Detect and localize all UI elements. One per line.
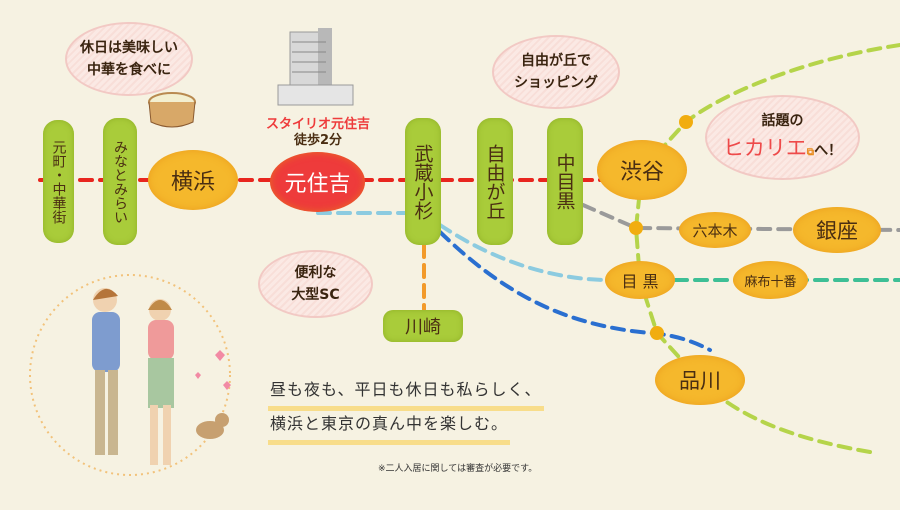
- copy-line-2: 横浜と東京の真ん中を楽しむ。: [268, 410, 511, 445]
- couple-illustration: [92, 288, 231, 465]
- property-name: スタイリオ元住吉: [265, 117, 370, 132]
- bubble-text: 休日は美味しい: [80, 39, 178, 56]
- copy-line-1: 昼も夜も、平日も休日も私らしく、: [268, 376, 544, 411]
- nambu-line: [316, 211, 612, 282]
- hikarie-line: ヒカリエ⧉へ！: [723, 132, 842, 166]
- station-musashikosugi[interactable]: 武蔵小杉: [405, 118, 441, 245]
- station-minatomirai[interactable]: みなとみらい: [103, 118, 137, 245]
- walk-time: 徒歩2分: [293, 133, 343, 148]
- station-shinagawa[interactable]: 品川: [655, 355, 745, 405]
- station-azabujuban[interactable]: 麻布十番: [733, 261, 808, 299]
- bubble-text: 自由が丘で: [521, 52, 591, 69]
- station-yokohama[interactable]: 横浜: [148, 150, 238, 210]
- station-nakameguro[interactable]: 中目黒: [547, 118, 583, 245]
- building-illustration: [277, 28, 354, 106]
- station-meguro[interactable]: 目 黒: [605, 261, 675, 299]
- illustration-circle: [29, 274, 231, 476]
- hikarie-link[interactable]: ヒカリエ: [722, 135, 807, 160]
- station-motosumiyoshi[interactable]: 元住吉: [270, 152, 365, 212]
- yokosuka-line: [438, 230, 712, 352]
- chinatown-bubble: 休日は美味しい 中華を食べに: [65, 22, 193, 96]
- bubble-text: 大型SC: [291, 287, 340, 303]
- junction-dot: [650, 326, 664, 340]
- dim-sum-illustration: [148, 92, 196, 128]
- bubble-text: 中華を食べに: [87, 62, 171, 78]
- jiyugaoka-bubble: 自由が丘で ショッピング: [492, 35, 620, 109]
- bubble-text: 便利な: [294, 264, 337, 281]
- bubble-text: 話題の: [761, 112, 804, 129]
- kawasaki-bubble: 便利な 大型SC: [258, 250, 373, 318]
- station-jiyugaoka[interactable]: 自由が丘: [477, 118, 513, 245]
- external-link-icon: ⧉: [806, 146, 815, 158]
- bubble-text: ショッピング: [514, 75, 598, 91]
- bubble-text: へ！: [814, 142, 843, 159]
- property-label: スタイリオ元住吉 徒歩2分: [248, 117, 388, 149]
- junction-dot: [629, 221, 643, 235]
- junction-dot: [679, 115, 693, 129]
- station-ginza[interactable]: 銀座: [793, 207, 881, 253]
- station-motomachi[interactable]: 元町・中華街: [43, 120, 74, 243]
- station-shibuya[interactable]: 渋谷: [597, 140, 687, 200]
- footnote: ※二人入居に関しては審査が必要です。: [378, 464, 538, 474]
- station-roppongi[interactable]: 六本木: [679, 212, 751, 248]
- station-kawasaki[interactable]: 川崎: [383, 310, 463, 342]
- hikarie-bubble: 話題の ヒカリエ⧉へ！: [705, 95, 860, 180]
